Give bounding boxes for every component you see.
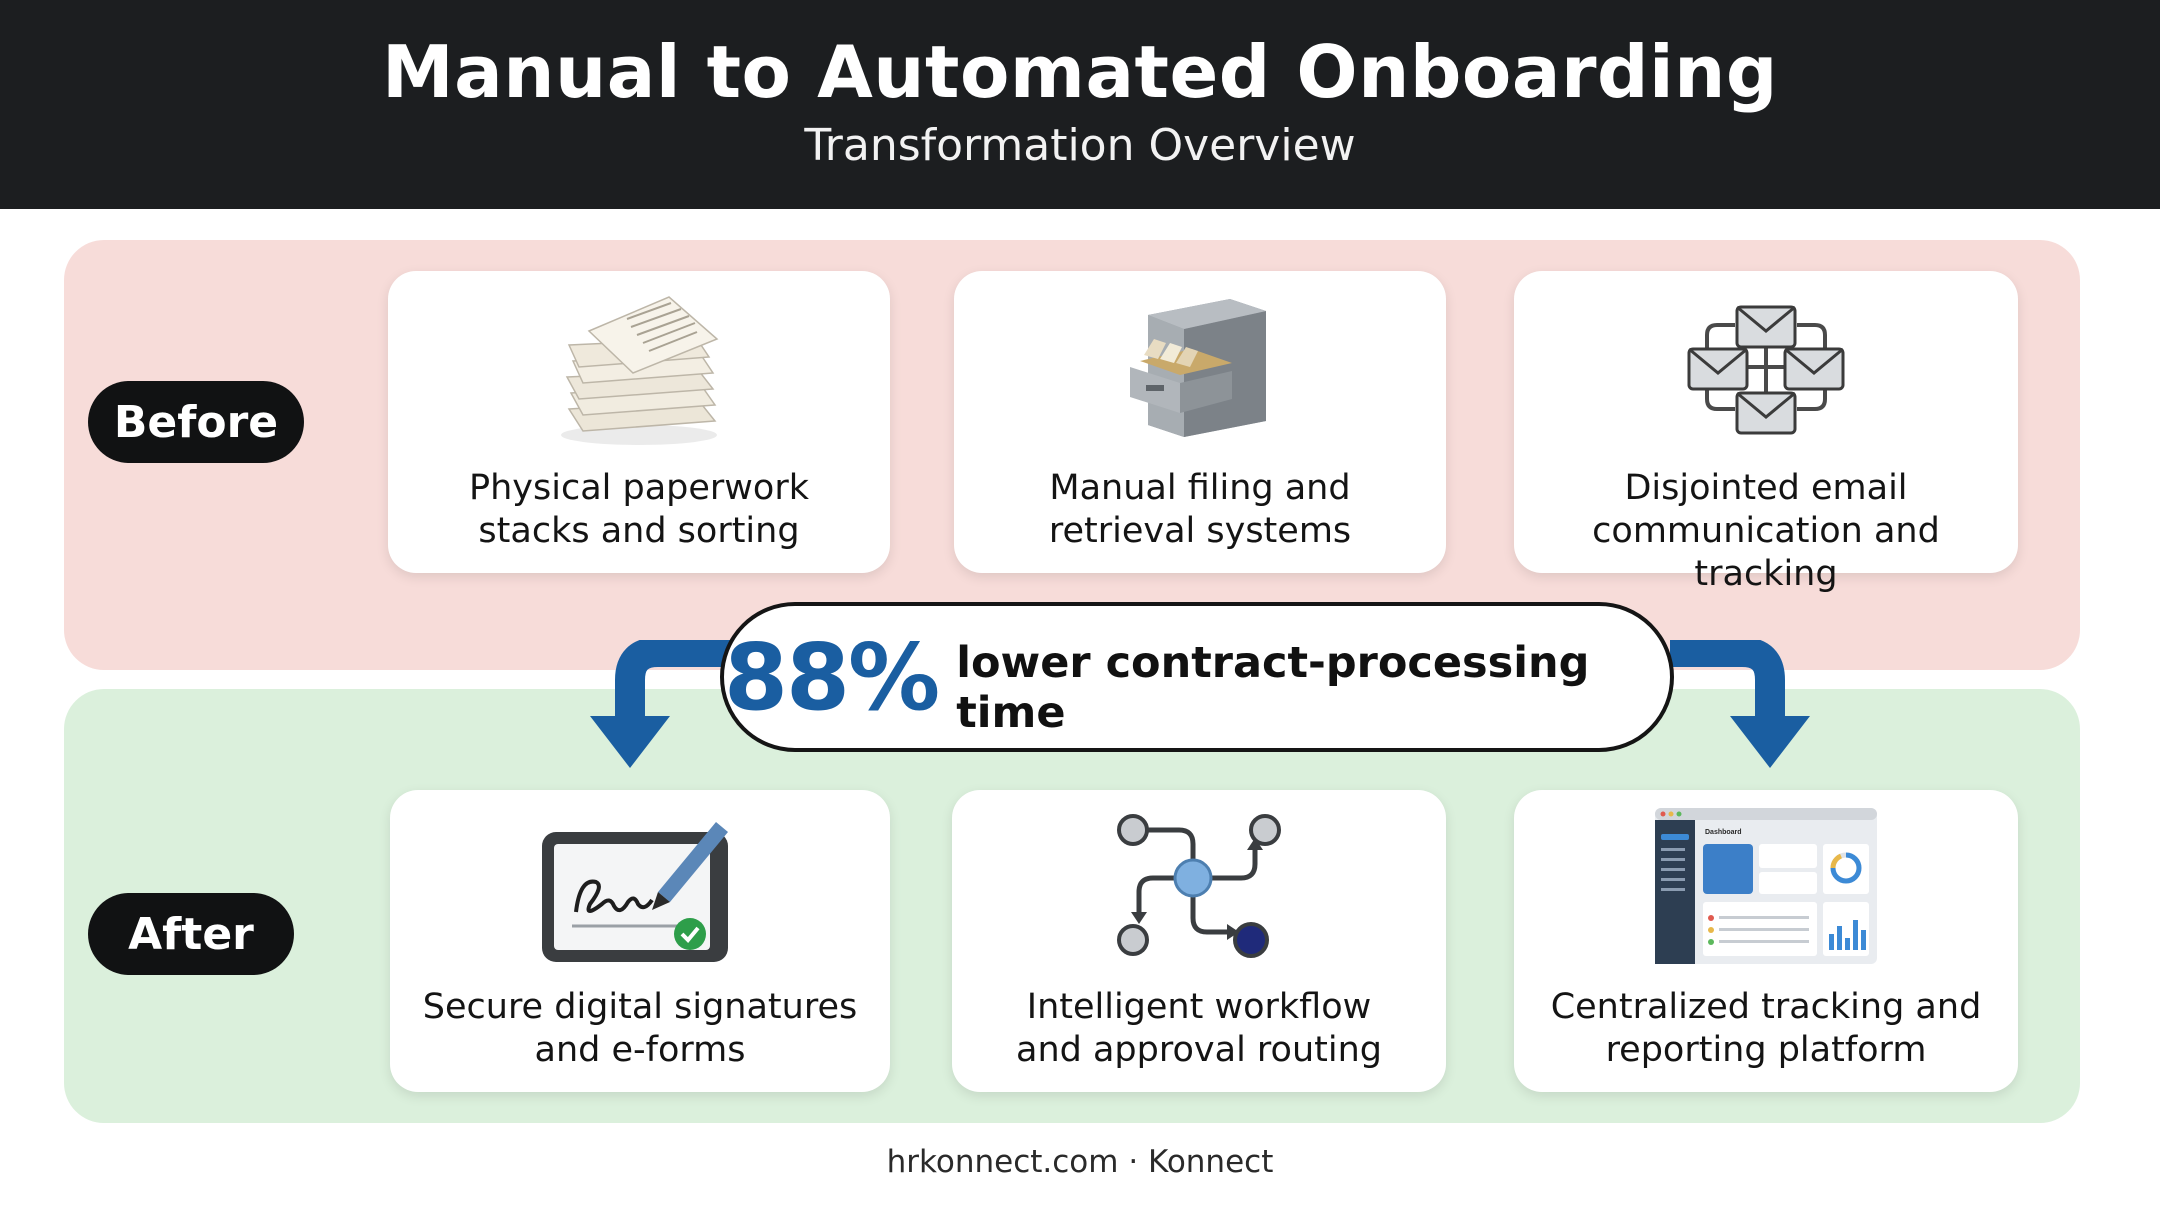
key-metric-callout: 88% lower contract-processing time	[720, 602, 1674, 752]
card-disjointed-email: Disjointed email communication and track…	[1514, 271, 2018, 594]
card-label: Physical paperwork stacks and sorting	[468, 468, 809, 551]
right-curved-arrow-icon	[1670, 640, 1810, 768]
before-label: Before	[88, 381, 304, 463]
page-subtitle: Transformation Overview	[804, 120, 1356, 171]
page-title: Manual to Automated Onboarding	[382, 30, 1778, 114]
card-label: Disjointed email communication and track…	[1592, 468, 1940, 594]
card-label: Centralized tracking and reporting platf…	[1550, 987, 1982, 1070]
left-curved-arrow-icon	[590, 640, 730, 768]
card-digital-signatures: Secure digital signatures and e-forms	[390, 790, 890, 1092]
card-intelligent-workflow: Intelligent workflow and approval routin…	[952, 790, 1446, 1092]
metric-description: lower contract-processing time	[956, 638, 1590, 738]
card-manual-filing: Manual filing and retrieval systems	[954, 271, 1446, 573]
card-centralized-tracking: Dashboard Centralized tracking and repor…	[1514, 790, 2018, 1092]
card-label: Secure digital signatures and e-forms	[422, 987, 858, 1070]
after-label: After	[88, 893, 294, 975]
dashboard-heading: Dashboard	[1705, 829, 1742, 836]
footer-credit: hrkonnect.com · Konnect	[886, 1144, 1274, 1180]
header-banner: Manual to Automated Onboarding Transform…	[0, 0, 2160, 209]
card-label: Intelligent workflow and approval routin…	[1016, 987, 1382, 1070]
dashboard-icon: Dashboard	[1655, 808, 1877, 964]
email-network-icon	[1687, 305, 1845, 435]
paper-stack-icon	[561, 296, 719, 445]
workflow-routing-icon	[1117, 814, 1281, 958]
card-physical-paperwork: Physical paperwork stacks and sorting	[388, 271, 890, 573]
card-label: Manual filing and retrieval systems	[1048, 468, 1352, 551]
digital-signature-icon	[542, 822, 728, 962]
filing-cabinet-icon	[1130, 299, 1266, 437]
metric-value: 88%	[724, 623, 940, 731]
